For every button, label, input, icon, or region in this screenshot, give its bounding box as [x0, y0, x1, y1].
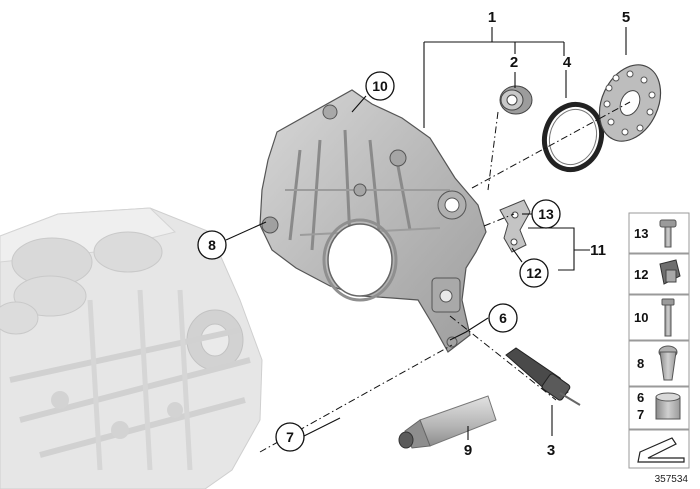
- timing-case-cover: [259, 89, 487, 353]
- centerline-seal: [487, 111, 499, 191]
- callout-10-circle: 10: [365, 71, 395, 101]
- centerline-sensor: [449, 315, 557, 401]
- callout-7-circle: 7: [275, 422, 305, 452]
- tone-wheel: [598, 64, 662, 142]
- callout-13-circle: 13: [531, 199, 561, 229]
- bolt-icon: [659, 219, 677, 248]
- callout-10: 10: [372, 78, 388, 94]
- plug-bolt-icon: [658, 345, 678, 381]
- long-bolt-icon: [661, 298, 675, 337]
- clip-nut-icon: [659, 259, 681, 285]
- direction-arrow-icon: [637, 437, 685, 463]
- callout-8-circle: 8: [197, 230, 227, 260]
- callout-9: 9: [464, 442, 472, 459]
- callout-5: 5: [622, 9, 630, 26]
- panel-row-6-label: 6: [637, 390, 644, 405]
- gasket-ring: [541, 101, 605, 173]
- fastener-panel: 13 12 10 8 6 7: [628, 212, 690, 469]
- panel-row-13-label: 13: [634, 226, 648, 241]
- sensor-bracket: [499, 199, 531, 253]
- callout-1: 1: [488, 9, 496, 26]
- diagram-number: 357534: [655, 474, 689, 485]
- centerline-crank: [471, 101, 631, 189]
- callout-13: 13: [538, 206, 554, 222]
- panel-row-7-label: 7: [637, 407, 644, 422]
- crankshaft-sensor: [505, 347, 581, 406]
- callout-4: 4: [563, 54, 572, 71]
- callout-12: 12: [526, 265, 542, 281]
- callout-2: 2: [510, 54, 518, 71]
- panel-row-8-label: 8: [637, 356, 644, 371]
- dowel-sleeve-icon: [655, 392, 681, 420]
- engine-block: [0, 207, 263, 489]
- sealant-tube: [398, 395, 497, 449]
- callout-11: 11: [590, 242, 606, 259]
- callout-7: 7: [286, 429, 294, 445]
- shaft-seal: [499, 85, 533, 115]
- panel-row-10-label: 10: [634, 310, 648, 325]
- callout-8: 8: [208, 237, 216, 253]
- panel-row-12-label: 12: [634, 267, 648, 282]
- leader-lines: [225, 27, 627, 440]
- callout-6-circle: 6: [488, 303, 518, 333]
- centerline-bracket: [483, 213, 515, 227]
- callout-3: 3: [547, 442, 555, 459]
- callout-12-circle: 12: [519, 258, 549, 288]
- callout-6: 6: [499, 310, 507, 326]
